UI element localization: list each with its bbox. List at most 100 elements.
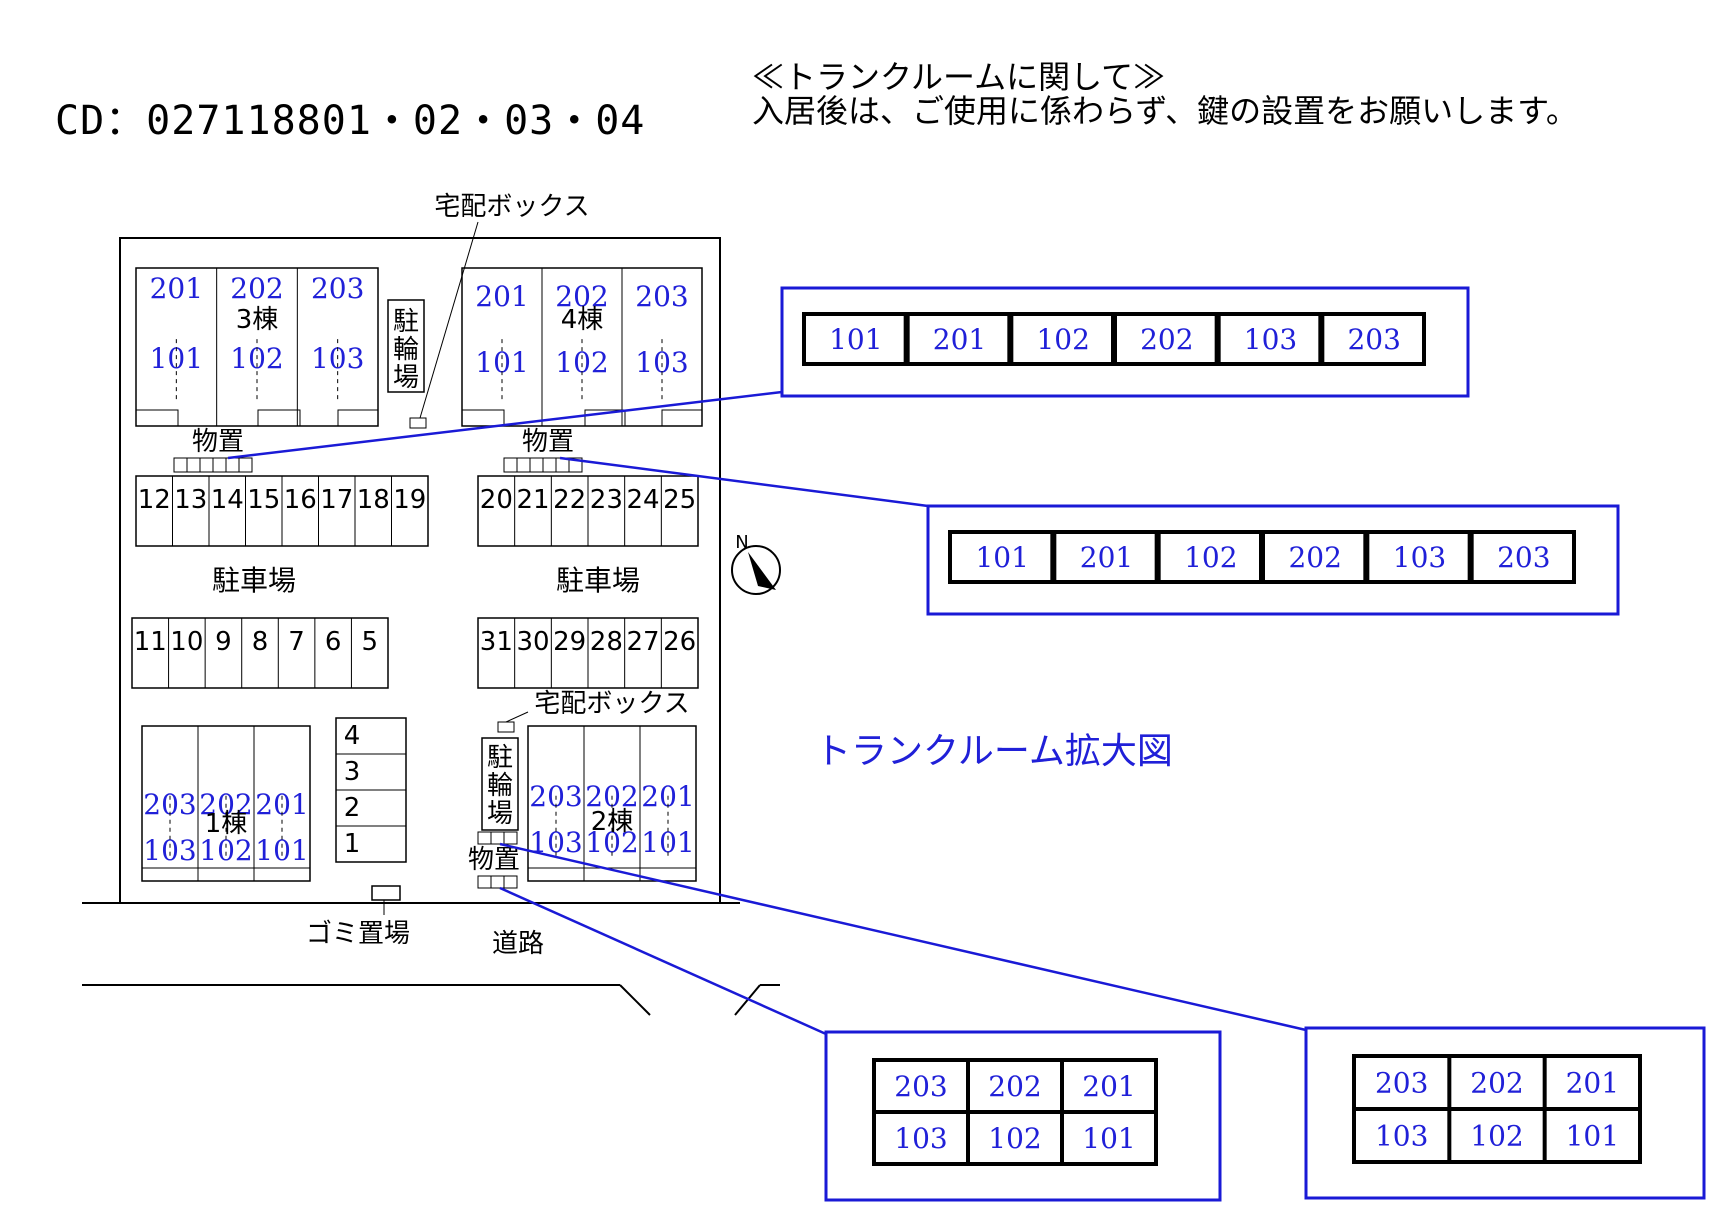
building-3-outline	[141, 725, 311, 882]
garbage-label: ゴミ置場	[306, 919, 410, 949]
trunk-room-callout-a-locker-label: 203	[1347, 323, 1400, 356]
building-2-unit-upper: 201	[475, 280, 528, 313]
trunk-room-callout-b-locker-label: 201	[1080, 541, 1133, 574]
storage-shed	[503, 831, 518, 845]
parking-column-space: 2	[344, 793, 361, 823]
trunk-room-callout-b-locker-label: 103	[1393, 541, 1446, 574]
bicycle-parking-north-label: 輪	[393, 335, 419, 365]
notice-title: ≪トランクルームに関して≫	[752, 58, 1166, 96]
storage-shed	[199, 457, 214, 473]
callout-leader-a	[227, 390, 783, 460]
garbage-area	[371, 885, 401, 901]
trunk-room-callout-a-locker	[1113, 312, 1219, 366]
building-1-unit-upper: 203	[311, 272, 364, 305]
storage-shed	[212, 457, 227, 473]
parking-row-upper-right-space: 20	[480, 485, 513, 515]
building-1-name: 3棟	[236, 305, 279, 335]
storage-shed	[542, 457, 557, 473]
site-boundary	[119, 237, 721, 903]
storage-label: 物置	[522, 427, 574, 457]
trunk-room-callout-a-locker-label: 103	[1244, 323, 1297, 356]
building-2-name: 4棟	[561, 305, 604, 335]
parking-column-space: 4	[344, 721, 361, 751]
storage-shed	[238, 457, 253, 473]
storage-shed	[477, 831, 492, 845]
bicycle-parking-south-label: 輪	[487, 771, 513, 801]
trunk-room-enlarged-title: トランクルーム拡大図	[815, 731, 1173, 772]
parking-row-lower-left-space: 5	[361, 627, 378, 657]
storage-shed	[173, 457, 188, 473]
trunk-room-callout-d-locker-label: 203	[1375, 1067, 1428, 1100]
parking-row-upper-right-space: 22	[553, 485, 586, 515]
bicycle-parking-north-label: 駐	[393, 307, 419, 337]
trunk-room-callout-a-frame	[780, 286, 1470, 398]
balcony	[257, 409, 301, 427]
delivery-box-north-label: 宅配ボックス	[434, 192, 589, 222]
building-4-name: 2棟	[591, 807, 634, 837]
trunk-room-callout-c-locker-label: 201	[1082, 1070, 1135, 1103]
balcony	[135, 409, 179, 427]
building-3-name: 1棟	[205, 809, 248, 839]
trunk-room-callout-a-locker	[1216, 312, 1323, 366]
callout-leader-b	[559, 456, 929, 508]
trunk-room-callout-b-locker	[1469, 530, 1576, 584]
parking-row-lower-right-space: 27	[626, 627, 659, 657]
delivery-box-north	[409, 417, 427, 429]
compass-icon	[731, 545, 781, 595]
building-1-unit-upper: 202	[230, 272, 283, 305]
storage-shed	[225, 457, 240, 473]
road-edge-bend-left	[619, 984, 651, 1016]
bicycle-parking-south-label: 駐	[487, 743, 513, 773]
trunk-room-callout-b-frame	[926, 504, 1620, 616]
balcony	[461, 409, 505, 427]
trunk-room-callout-d-locker-label: 101	[1566, 1120, 1619, 1153]
trunk-room-callout-b-locker-label: 202	[1288, 541, 1341, 574]
parking-row-lower-right-space: 30	[516, 627, 549, 657]
parking-column-space: 3	[344, 757, 361, 787]
trunk-room-callout-b-locker-label: 102	[1184, 541, 1237, 574]
trunk-room-callout-c-locker-label: 203	[894, 1070, 947, 1103]
trunk-room-callout-a-locker-label: 201	[933, 323, 986, 356]
parking-lot-label-right: 駐車場	[556, 564, 640, 597]
bicycle-parking-south-box	[481, 737, 519, 831]
storage-shed	[490, 875, 505, 889]
trunk-room-callout-a-locker	[1009, 312, 1115, 366]
parking-row-upper-left-space: 14	[211, 485, 244, 515]
storage-shed	[186, 457, 201, 473]
parking-row-upper-right-space: 23	[590, 485, 623, 515]
bicycle-parking-south-label: 場	[487, 799, 513, 829]
north-arrow-icon	[748, 552, 776, 590]
building-1-outline	[135, 267, 379, 427]
storage-shed	[568, 457, 583, 473]
callout-leader-d	[499, 842, 1307, 1032]
notice-body: 入居後は、ご使用に係わらず、鍵の設置をお願いします。	[752, 92, 1578, 130]
parking-row-upper-right-space: 25	[663, 485, 696, 515]
storage-shed	[503, 457, 518, 473]
storage-label: 物置	[192, 427, 244, 457]
parking-row-lower-right-space: 28	[590, 627, 623, 657]
parking-row-lower-left-space: 10	[170, 627, 203, 657]
callout-leader-c	[499, 886, 827, 1036]
trunk-room-callout-d-locker-label: 202	[1470, 1067, 1523, 1100]
cd-code: CD：027118801・02・03・04	[55, 98, 646, 144]
trunk-room-callout-a-locker-label: 102	[1036, 323, 1089, 356]
trunk-room-callout-c-frame	[824, 1030, 1222, 1202]
parking-lot-label-left: 駐車場	[212, 564, 296, 597]
parking-row-lower-left-space: 9	[215, 627, 232, 657]
parking-row-lower-left-outline	[131, 617, 389, 689]
parking-row-upper-right-space: 21	[516, 485, 549, 515]
parking-row-lower-left-space: 6	[325, 627, 342, 657]
balcony	[337, 409, 379, 427]
road-label: 道路	[492, 929, 544, 959]
parking-row-upper-left-space: 12	[138, 485, 171, 515]
building-4-outline	[527, 725, 697, 882]
trunk-room-callout-d-locker-label: 102	[1470, 1120, 1523, 1153]
trunk-room-notice: ≪トランクルームに関して≫ 入居後は、ご使用に係わらず、鍵の設置をお願いします。	[752, 60, 1578, 128]
trunk-room-callout-d-locker-label: 103	[1375, 1120, 1428, 1153]
bicycle-parking-north-box	[387, 299, 425, 393]
parking-column-space: 1	[344, 829, 361, 859]
delivery-box-south-label: 宅配ボックス	[534, 689, 689, 719]
parking-row-upper-left-space: 16	[284, 485, 317, 515]
balcony	[661, 409, 703, 427]
